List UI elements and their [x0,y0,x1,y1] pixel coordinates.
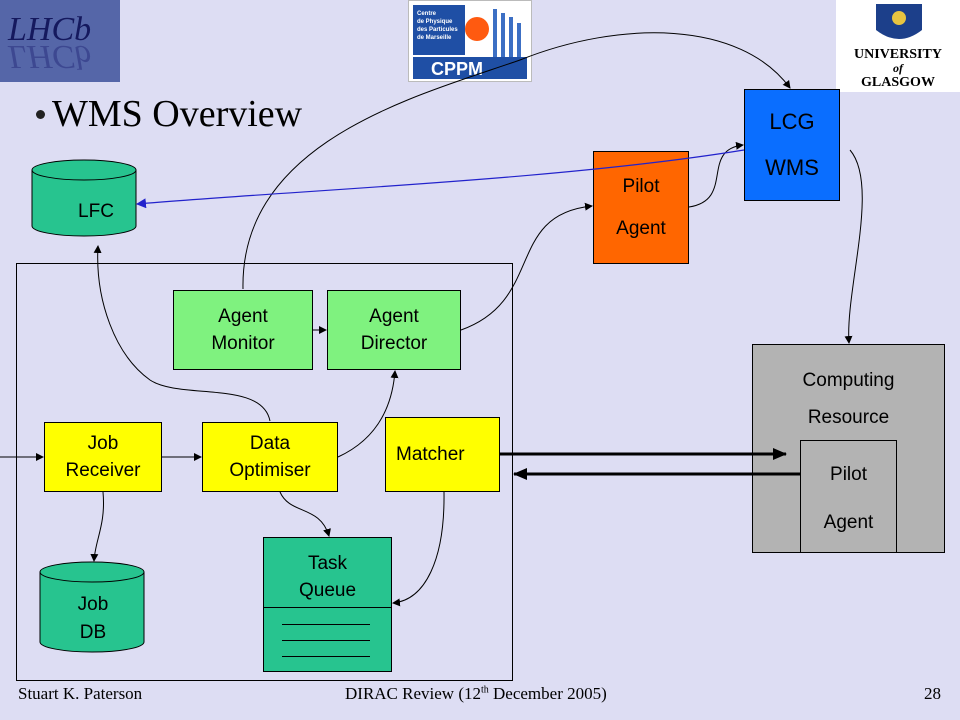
pilot-agent-resource-box: Pilot Agent [800,440,897,553]
footer-event: DIRAC Review (12th December 2005) [345,684,607,704]
svg-text:LHCb: LHCb [7,11,91,48]
pilot-agent-resource-label: Agent [823,511,874,533]
svg-text:CPPM: CPPM [431,59,483,79]
task-queue-divider [263,607,392,608]
svg-text:Centre: Centre [417,11,437,17]
optimiser-to-taskqueue-arrow [279,491,331,537]
footer-event-sup: th [480,684,489,696]
footer-event-prefix: DIRAC Review (12 [345,684,481,703]
task-queue-slot [282,640,370,641]
task-queue-box: Task Queue [263,537,392,672]
matcher-label: Matcher [396,444,465,465]
svg-text:de Marseille: de Marseille [417,35,452,41]
pilot-agent-top-label: Pilot [622,175,660,197]
agent-director-label: Director [360,333,428,354]
glasgow-logo: UNIVERSITY of GLASGOW [836,0,960,92]
svg-text:UNIVERSITY: UNIVERSITY [854,47,942,62]
footer-author: Stuart K. Paterson [18,684,143,703]
monitor-to-lcgwms-arrow [242,32,791,290]
data-optimiser-label: Optimiser [229,460,311,481]
pilot-to-lcgwms-arrow [688,141,744,208]
matcher-to-taskqueue-arrow [392,491,445,607]
lhcb-logo: LHCb LHCb [0,0,120,82]
job-db-label: Job [78,594,109,615]
task-queue-label: Queue [298,580,357,601]
task-queue-slot [282,624,370,625]
task-queue-slot [282,656,370,657]
cppm-logo: Centre de Physique des Particules de Mar… [408,0,532,82]
dirac-wms-container [16,263,513,681]
lhcb-logo-graphic: LHCb LHCb [7,11,91,75]
agent-director-box: Agent Director [327,290,461,370]
job-receiver-label: Receiver [65,460,141,481]
agent-director-label: Agent [369,306,419,327]
computing-resource-label: Resource [807,407,890,428]
job-db-label: DB [80,622,106,643]
job-receiver-box: Job Receiver [44,422,162,492]
matcher-box: Matcher [385,417,500,492]
optimiser-to-lfc-arrow [93,245,271,422]
agent-monitor-box: Agent Monitor [173,290,313,370]
pilot-agent-top-box: Pilot Agent [593,151,689,264]
svg-text:de Physique: de Physique [417,19,453,25]
receiver-to-jobdb-arrow [90,491,105,562]
lfc-label: LFC [78,201,114,222]
data-optimiser-label: Data [249,433,291,454]
agent-monitor-label: Monitor [211,333,275,354]
computing-resource-label: Computing [802,370,895,391]
pilot-agent-resource-label: Pilot [830,463,867,485]
lcg-wms-label: LCG [769,109,815,134]
slide-title: WMS Overview [52,93,303,135]
svg-text:des Particules: des Particules [417,27,458,33]
lcg-wms-label: WMS [765,155,819,180]
footer-event-suffix: December 2005) [488,684,607,703]
job-db-cylinder: Job DB [39,561,145,653]
pilot-agent-top-label: Agent [616,217,666,239]
task-queue-label: Task [307,553,348,574]
data-optimiser-box: Data Optimiser [202,422,338,492]
svg-text:GLASGOW: GLASGOW [861,75,935,90]
optimiser-to-director-arrow [337,370,399,458]
svg-text:of: of [893,61,904,75]
agent-monitor-label: Agent [218,306,268,327]
lcgwms-to-lfc-arrow [136,149,745,209]
job-receiver-label: Job [87,433,119,454]
lcgwms-to-resource-arrow [844,149,863,344]
director-to-pilot-arrow [460,202,593,331]
lcg-wms-box: LCG WMS [744,89,840,201]
lfc-cylinder: LFC [31,159,137,237]
footer-page-number: 28 [924,684,941,703]
svg-text:LHCb: LHCb [7,38,91,75]
title-bullet [36,110,45,119]
